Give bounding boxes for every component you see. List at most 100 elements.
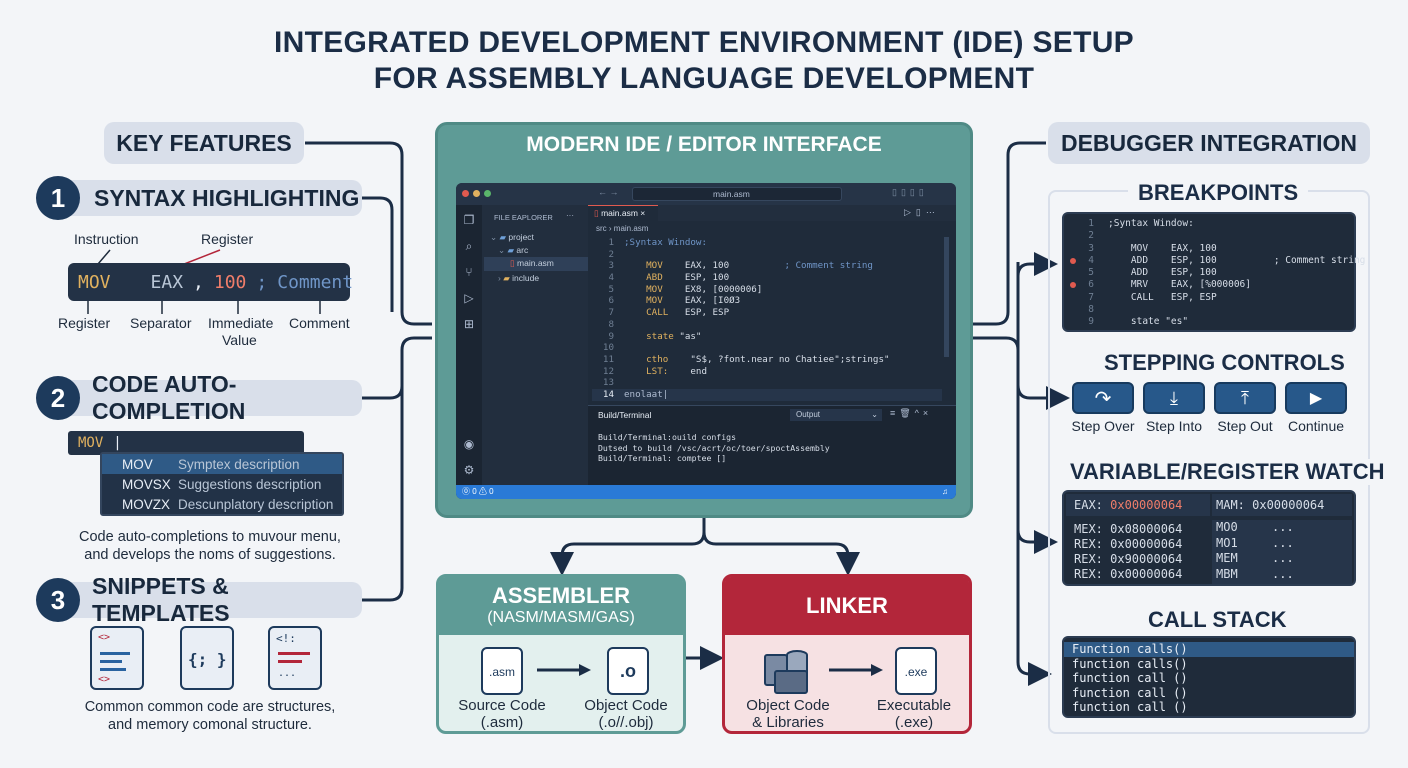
step-over-button[interactable]: ↷ <box>1072 382 1134 414</box>
call-stack-frame[interactable]: function call () <box>1072 671 1188 685</box>
line-number: 8 <box>608 318 614 330</box>
status-problems[interactable]: ⓪ 0 ⚠ 0 <box>462 487 494 496</box>
account-icon[interactable]: ◉ <box>463 437 475 451</box>
snippet-comment-icon[interactable]: <!: ... <box>268 626 322 690</box>
call-stack-frame[interactable]: Function calls() <box>1064 642 1354 657</box>
editor: ▯ main.asm × ▷▯⋯ src › main.asm 1;Syntax… <box>588 205 956 405</box>
object-code-label-line-2: (.o//.obj) <box>598 714 654 731</box>
editor-scrollbar[interactable] <box>944 237 949 357</box>
watch-row[interactable]: MEX: 0x08000064 <box>1074 522 1183 536</box>
step-out-label: Step Out <box>1217 418 1273 434</box>
line-number: 2 <box>1088 230 1094 242</box>
code-line: 13 <box>592 377 942 389</box>
call-stack-frame[interactable]: function calls() <box>1072 656 1188 671</box>
breakpoint-dot-icon[interactable] <box>1070 282 1076 289</box>
code-token: MOV <box>624 260 663 272</box>
autocomplete-input[interactable]: MOV | <box>68 431 304 455</box>
explorer-more-icon[interactable]: ··· <box>566 211 574 220</box>
watch-row-mam[interactable]: MAM: 0x00000064 <box>1212 494 1352 516</box>
breakpoint-line[interactable]: 5 ADD ESP, 100 <box>1064 267 1354 279</box>
gear-icon[interactable]: ⚙ <box>463 463 475 477</box>
code-line: 7 CALL ESP, ESP <box>592 307 942 319</box>
layout-icons[interactable]: ▯▯▯▯ <box>892 187 928 197</box>
watch-row[interactable]: REX: 0x90000064 <box>1074 552 1183 566</box>
snippets-caption: Common common code are structures, and m… <box>40 698 380 734</box>
maximize-dot-icon[interactable] <box>484 190 491 197</box>
tab-label: main.asm <box>601 208 638 218</box>
continue-button[interactable]: ▶ <box>1285 382 1347 414</box>
autocomplete-option[interactable]: MOVZX Descunplatory description <box>102 494 342 514</box>
search-input[interactable]: main.asm <box>632 187 842 201</box>
code-token: ABD <box>624 272 663 284</box>
terminal-line: Build/Terminal:ouild configs <box>598 432 737 442</box>
call-stack-heading: CALL STACK <box>1138 607 1297 633</box>
bell-icon[interactable]: ♫ <box>942 487 948 496</box>
code-line: 2 <box>592 249 942 261</box>
code-line: 6 MOV EAX, [I0Ø3 <box>592 295 942 307</box>
tree-item-arc[interactable]: ⌄ ▰ arc <box>498 245 529 255</box>
label-value: Value <box>222 332 257 348</box>
editor-actions-icon[interactable]: ▷▯⋯ <box>904 207 940 217</box>
watch-row[interactable]: MO1... <box>1216 536 1352 552</box>
code-token: enolaat| <box>624 388 669 400</box>
code-token: LST: <box>624 365 669 377</box>
terminal-output: Build/Terminal:ouild configs Dutsed to b… <box>598 432 830 464</box>
code-token: ctho <box>624 353 669 365</box>
tree-item-include[interactable]: › ▰ include <box>498 273 540 283</box>
source-control-icon[interactable]: ⑂ <box>465 265 473 279</box>
terminal-tab[interactable]: Build/Terminal <box>598 410 652 420</box>
files-icon[interactable]: ❐ <box>463 213 475 227</box>
breakpoint-line[interactable]: 2 <box>1064 230 1354 242</box>
watch-panel: EAX: 0x00000064 MAM: 0x00000064 MEX: 0x0… <box>1062 490 1356 586</box>
code-line: 1;Syntax Window: <box>592 237 942 249</box>
watch-value: ... <box>1272 551 1294 565</box>
play-icon: ▶ <box>1309 390 1323 407</box>
option-key: MOV <box>122 456 153 472</box>
run-debug-icon[interactable]: ▷ <box>464 291 474 305</box>
tree-item-main-asm[interactable]: ▯ main.asm <box>484 257 588 271</box>
nav-arrows-icon[interactable]: ← → <box>598 187 619 197</box>
code-line: 12 LST: end <box>592 366 942 378</box>
tree-label: project <box>508 232 534 242</box>
call-stack-frame[interactable]: function call () <box>1072 685 1188 700</box>
breakpoint-line[interactable]: 1;Syntax Window: <box>1064 218 1354 230</box>
snippet-braces-icon[interactable]: {; } <box>180 626 234 690</box>
watch-row[interactable]: MO0... <box>1216 520 1352 536</box>
executable-label-line-1: Executable <box>876 697 952 714</box>
autocomplete-option[interactable]: MOV Symptex description <box>102 454 342 474</box>
watch-row[interactable]: REX: 0x00000064 <box>1074 567 1183 581</box>
output-select[interactable]: Output⌄ <box>790 409 882 421</box>
continue-label: Continue <box>1287 418 1345 434</box>
search-icon[interactable]: ⌕ <box>465 239 473 253</box>
watch-row[interactable]: REX: 0x00000064 <box>1074 537 1183 551</box>
tab-close-icon[interactable]: × <box>640 208 646 218</box>
watch-row-eax[interactable]: EAX: 0x00000064 <box>1066 494 1210 516</box>
breakpoint-line[interactable]: 9 state "es" <box>1064 316 1354 328</box>
tab-main-asm[interactable]: ▯ main.asm × <box>588 205 658 221</box>
tree-label: main.asm <box>517 258 554 268</box>
code-line: 3 MOV EAX, 100 ; Comment string <box>592 260 942 272</box>
breakpoint-line[interactable]: 7 CALL ESP, ESP <box>1064 292 1354 304</box>
call-stack-frame[interactable]: function call () <box>1072 700 1188 714</box>
close-dot-icon[interactable] <box>462 190 469 197</box>
tree-item-project[interactable]: ⌄ ▰ project <box>490 232 534 242</box>
autocomplete-option[interactable]: MOVSX Suggestions description <box>102 474 342 494</box>
step-out-button[interactable]: ⤒ <box>1214 382 1276 414</box>
extensions-icon[interactable]: ⊞ <box>463 317 475 331</box>
breakpoint-dot-icon[interactable] <box>1070 257 1076 264</box>
terminal-actions-icon[interactable]: ≡🗑^× <box>890 408 933 418</box>
breakpoint-line[interactable]: 3 MOV EAX, 100 <box>1064 243 1354 255</box>
explorer-title: FILE EAPLORER <box>494 213 553 222</box>
minimize-dot-icon[interactable] <box>473 190 480 197</box>
watch-row[interactable]: MBM... <box>1216 567 1352 583</box>
breakpoint-line[interactable]: 8 <box>1064 304 1354 316</box>
breakpoint-line[interactable]: 4 ADD ESP, 100 ; Comment string <box>1064 255 1365 267</box>
step-into-button[interactable]: ⤓ <box>1143 382 1205 414</box>
watch-row[interactable]: MEM... <box>1216 551 1352 567</box>
autocomplete-caption-line-1: Code auto-completions to muvour menu, <box>79 529 341 545</box>
snippet-template-icon[interactable]: <> <> <box>90 626 144 690</box>
breakpoint-line[interactable]: 6 MRV EAX, [%000006] <box>1064 279 1354 291</box>
activity-bar: ❐ ⌕ ⑂ ▷ ⊞ ◉ ⚙ <box>456 205 482 485</box>
